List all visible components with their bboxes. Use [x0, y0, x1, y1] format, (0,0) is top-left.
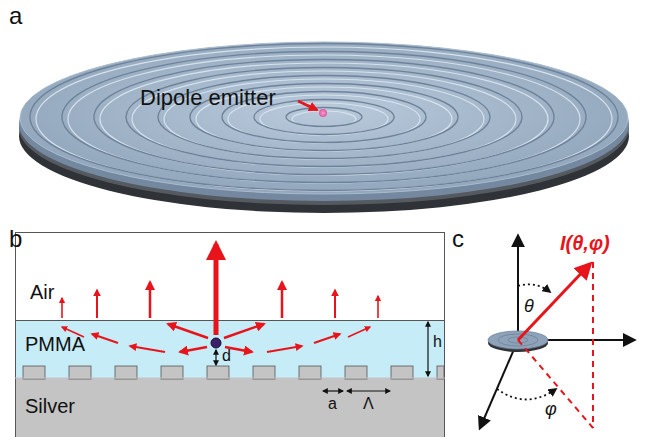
layer-name: Air [30, 281, 54, 303]
small-disk [488, 331, 548, 352]
layer-name: PMMA [25, 333, 85, 355]
dimension-label: Λ [363, 395, 374, 413]
layer-band: Silver [15, 378, 445, 437]
panel-letter: a [9, 3, 22, 29]
angle-label: φ [545, 400, 557, 420]
coordinate-axes [480, 236, 634, 428]
grating-teeth [23, 366, 444, 379]
intensity-vector [497, 262, 593, 428]
layer-band: Air [15, 232, 445, 320]
dimension-label: d [222, 347, 231, 365]
emitter-label: Dipole emitter [140, 86, 276, 110]
intensity-label: I(θ,φ) [560, 232, 610, 254]
disk-figure [19, 42, 629, 213]
panel-letter: b [9, 226, 22, 252]
panel-letter: c [452, 226, 464, 252]
angle-label: θ [524, 297, 534, 317]
dipole [211, 338, 221, 348]
layer-name: Silver [25, 395, 75, 417]
emission-arrows [62, 244, 378, 352]
dimension-label: h [433, 333, 442, 351]
dimension-label: a [328, 395, 337, 413]
dimension-arrows [216, 322, 428, 391]
